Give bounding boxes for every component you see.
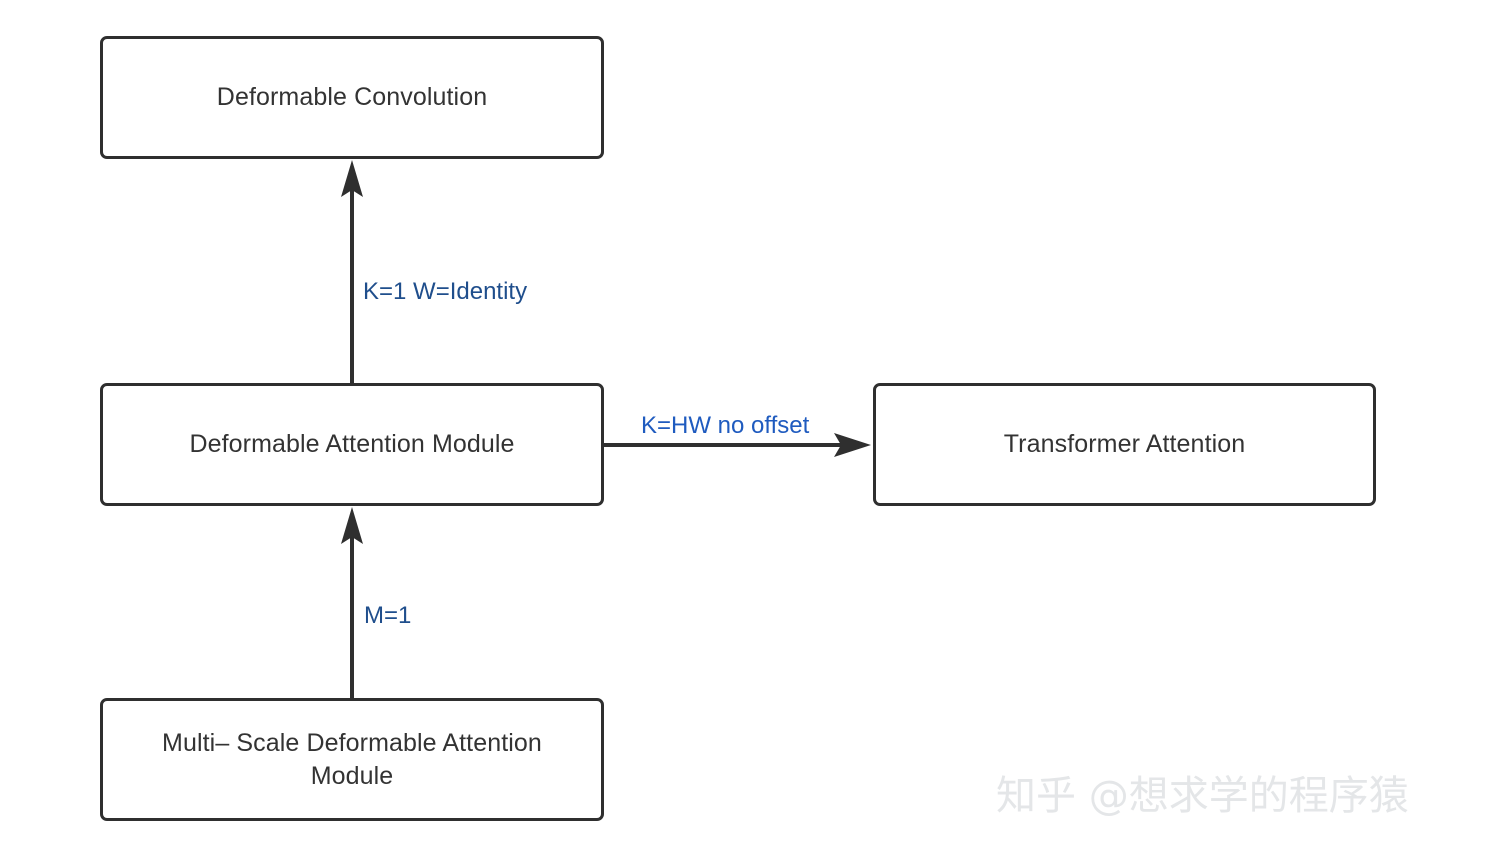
edge-label-attention-to-transformer: K=HW no offset bbox=[641, 412, 810, 439]
node-label: Deformable Attention Module bbox=[189, 430, 515, 458]
node-label: Deformable Convolution bbox=[216, 83, 488, 111]
edge-label-attention-to-convolution: K=1 W=Identity bbox=[363, 278, 528, 305]
edge-attention-to-transformer bbox=[604, 433, 871, 457]
node-label: Multi– Scale Deformable Attention Module bbox=[162, 728, 542, 790]
watermark: 知乎 @想求学的程序猿 bbox=[996, 773, 1409, 819]
node-transformer-attention[interactable]: Transformer Attention bbox=[873, 383, 1376, 506]
node-deformable-attention-module[interactable]: Deformable Attention Module bbox=[100, 383, 604, 506]
node-label: Transformer Attention bbox=[1003, 430, 1246, 458]
node-deformable-convolution[interactable]: Deformable Convolution bbox=[100, 36, 604, 159]
edge-label-multiscale-to-attention: M=1 bbox=[364, 602, 412, 629]
edge-multiscale-to-attention bbox=[341, 507, 363, 698]
node-multiscale-deformable-attention-module[interactable]: Multi– Scale Deformable Attention Module bbox=[100, 698, 604, 821]
edge-attention-to-convolution bbox=[341, 160, 363, 383]
